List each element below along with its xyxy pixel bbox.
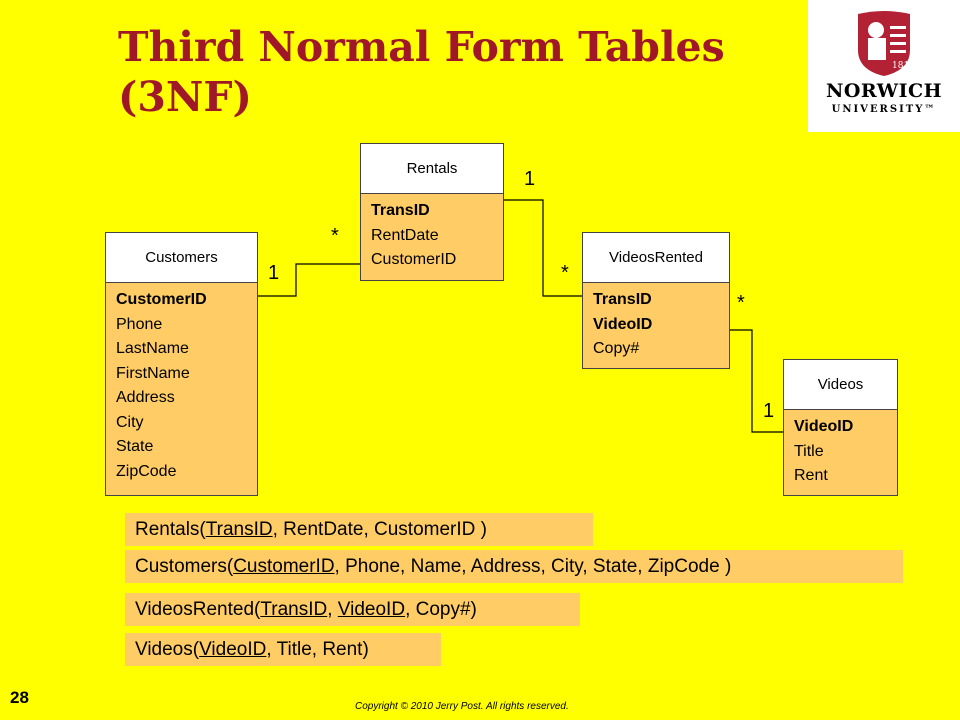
relation-text: , Title, Rent): [266, 639, 369, 660]
cardinality-rentals-many: *: [331, 225, 339, 247]
rentals-table-header: Rentals: [361, 144, 503, 194]
relation-text: , Phone, Name, Address, City, State, Zip…: [334, 556, 732, 577]
table-field: FirstName: [116, 364, 190, 382]
videosrented-table-fields: TransID VideoID Copy#: [583, 283, 729, 368]
key-attribute: CustomerID: [233, 556, 335, 577]
relation-videos: Videos(VideoID, Title, Rent): [125, 633, 441, 666]
videosrented-table-header: VideosRented: [583, 233, 729, 283]
table-field: LastName: [116, 340, 189, 357]
cardinality-videos-one: 1: [763, 400, 775, 422]
cardinality-videosrented-videos-many: *: [737, 292, 745, 314]
copyright-notice: Copyright © 2010 Jerry Post. All rights …: [355, 701, 569, 712]
relation-text: Rentals(: [135, 519, 206, 540]
relation-text: Videos(: [135, 639, 200, 660]
table-field: City: [116, 413, 144, 431]
table-field: VideoID: [794, 418, 854, 435]
customers-rentals-line: [257, 263, 360, 297]
relation-rentals: Rentals(TransID, RentDate, CustomerID ): [125, 513, 593, 546]
cardinality-rentals-one: 1: [524, 168, 536, 190]
key-attribute: TransID: [205, 519, 273, 540]
table-field: Copy#: [593, 340, 640, 357]
relation-text: , RentDate, CustomerID ): [272, 519, 487, 540]
seal-icon: 1819: [858, 11, 914, 76]
table-field: ZipCode: [116, 462, 177, 480]
cardinality-videosrented-many: *: [561, 262, 569, 284]
key-attribute: VideoID: [199, 639, 267, 660]
table-field: VideoID: [593, 315, 653, 333]
norwich-university-logo: 1819 NORWICH UNIVERSITY™: [808, 0, 960, 132]
rentals-videosrented-line: [503, 199, 582, 297]
relation-videosrented: VideosRented(TransID, VideoID, Copy#): [125, 593, 580, 626]
table-field: Title: [794, 442, 824, 460]
relation-customers: Customers(CustomerID, Phone, Name, Addre…: [125, 550, 903, 583]
customers-table-header: Customers: [106, 233, 257, 283]
table-field: Rent: [794, 467, 828, 484]
slide-number: 28: [10, 688, 29, 707]
relation-text: Customers(: [135, 556, 234, 577]
videosrented-table: VideosRented TransID VideoID Copy#: [582, 232, 730, 369]
relation-text: , Copy#): [405, 599, 477, 620]
cardinality-customers-one: 1: [268, 262, 280, 284]
logo-name: NORWICH: [825, 80, 943, 102]
logo-subtitle: UNIVERSITY™: [831, 104, 937, 115]
key-attribute: TransID: [260, 599, 328, 620]
videos-table-header: Videos: [784, 360, 897, 410]
seal-year: 1819: [892, 61, 914, 71]
table-field: Phone: [116, 315, 163, 333]
table-field: CustomerID: [116, 291, 207, 308]
table-field: TransID: [371, 202, 430, 219]
table-field: State: [116, 438, 154, 455]
table-field: TransID: [593, 291, 652, 308]
table-field: Address: [116, 389, 175, 406]
table-field: CustomerID: [371, 251, 457, 268]
relation-text: VideosRented(: [135, 599, 261, 620]
key-attribute: VideoID: [337, 599, 406, 620]
table-field: RentDate: [371, 226, 439, 244]
videosrented-videos-line: [729, 329, 783, 433]
relation-text: ,: [327, 599, 338, 620]
slide-title: Third Normal Form Tables (3NF): [118, 23, 725, 121]
